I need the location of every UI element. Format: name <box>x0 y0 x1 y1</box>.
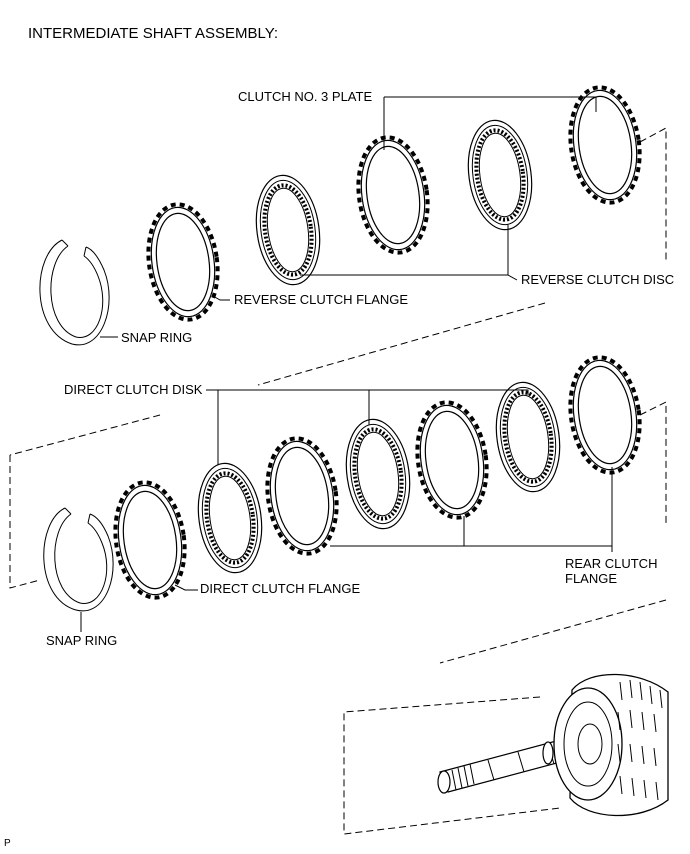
dash-lower-left <box>9 455 41 589</box>
label-snap-ring-top: SNAP RING <box>121 330 192 345</box>
direct-clutch-disk-part-1 <box>189 457 271 579</box>
label-rear-clutch-flange-line2: FLANGE <box>565 571 617 586</box>
label-reverse-clutch-flange: REVERSE CLUTCH FLANGE <box>234 292 408 307</box>
page-title: INTERMEDIATE SHAFT ASSEMBLY: <box>28 25 278 42</box>
direct-clutch-flange-part <box>106 475 194 605</box>
label-snap-ring-bottom: SNAP RING <box>46 633 117 648</box>
direct-clutch-disk-part-3 <box>487 376 569 498</box>
label-direct-clutch-flange: DIRECT CLUTCH FLANGE <box>200 581 360 596</box>
dash-upper-right <box>639 127 667 262</box>
leader-reverse-flange <box>212 295 230 301</box>
rear-clutch-flange-part-2 <box>408 395 496 525</box>
label-clutch-no3-plate: CLUTCH NO. 3 PLATE <box>238 89 372 104</box>
reverse-clutch-flange-part <box>139 197 227 327</box>
clutch-no3-plate-part-2 <box>561 80 649 210</box>
reverse-clutch-disc-part-2 <box>459 114 541 236</box>
intermediate-shaft-part <box>437 673 669 817</box>
dash-lower-left-top <box>9 414 161 456</box>
snap-ring-bottom-part <box>43 507 114 612</box>
dash-lower-right-bottom <box>439 599 667 664</box>
direct-clutch-disk-part-2 <box>337 413 419 535</box>
leader-reverse-disc-b <box>507 274 518 281</box>
label-reverse-clutch-disc: REVERSE CLUTCH DISC <box>521 272 674 287</box>
label-direct-clutch-disk: DIRECT CLUTCH DISK <box>64 382 203 397</box>
rear-clutch-flange-part-3 <box>561 350 649 480</box>
dash-lower-right <box>639 401 667 525</box>
dash-upper-left <box>257 302 546 386</box>
reverse-clutch-disc-part-1 <box>247 169 329 291</box>
dash-shaft-box <box>343 696 561 835</box>
leader-clutch-no3 <box>384 96 597 112</box>
leader-direct-disk <box>206 389 529 395</box>
label-rear-clutch-flange-line1: REAR CLUTCH <box>565 556 657 571</box>
corner-mark: P <box>4 838 11 849</box>
rear-clutch-flange-part-1 <box>258 431 346 561</box>
clutch-no3-plate-part <box>349 130 437 260</box>
leader-direct-flange <box>174 584 198 591</box>
snap-ring-top-part <box>39 239 110 346</box>
